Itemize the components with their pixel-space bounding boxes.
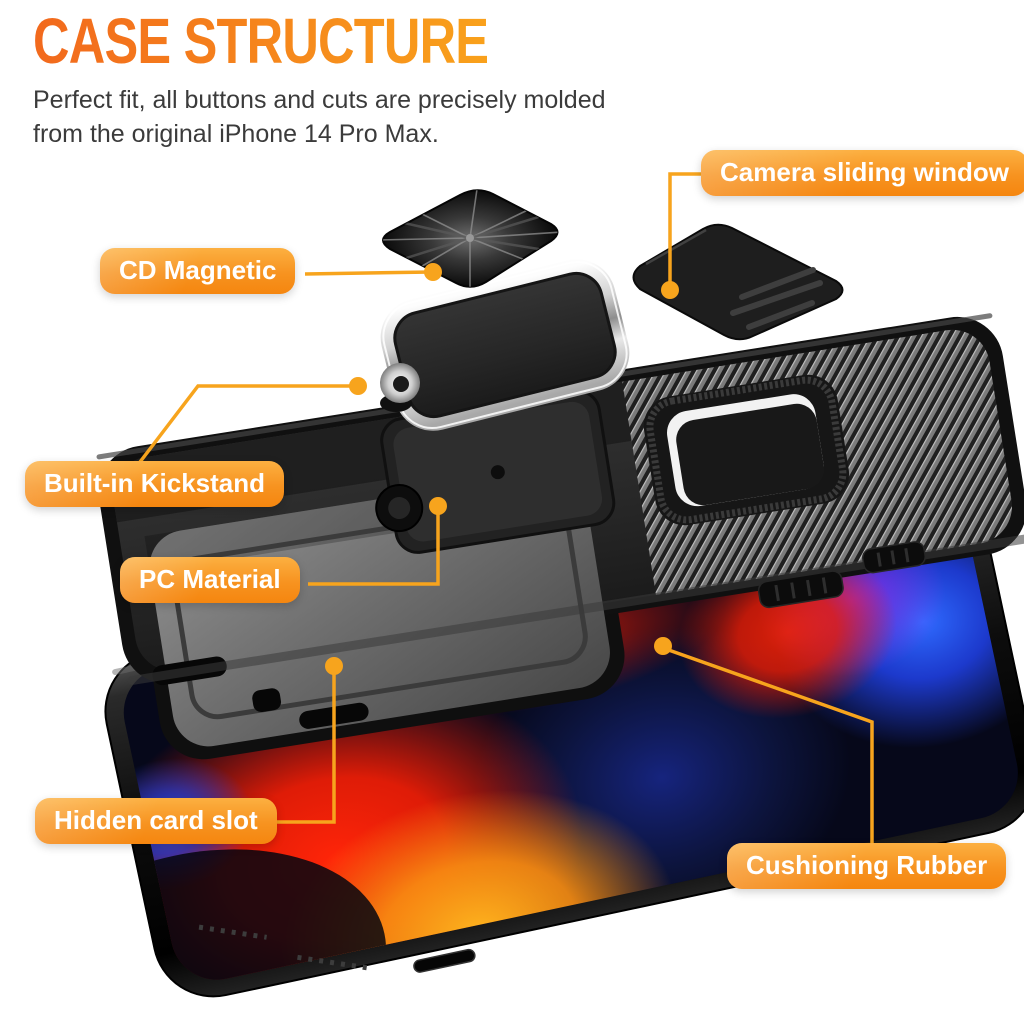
callout-cd-magnetic: CD Magnetic (100, 248, 296, 295)
leader-line-camera-sliding-window (668, 172, 701, 289)
leader-line-hidden-card-slot (269, 668, 336, 824)
anchor-dot-hidden-card-slot (325, 657, 343, 675)
lens-hole-inner (388, 497, 411, 520)
camera-slide-cover (632, 223, 844, 341)
anchor-dot-built-in-kickstand (349, 377, 367, 395)
anchor-dot-cushioning-rubber (654, 637, 672, 655)
cover-edge-highlight (645, 228, 707, 266)
charging-port (413, 948, 476, 973)
anchor-dot-camera-sliding-window (661, 281, 679, 299)
callout-camera-sliding-window: Camera sliding window (701, 150, 1024, 197)
header: CASE STRUCTURE Perfect fit, all buttons … (33, 5, 609, 151)
card-slot-seam (172, 501, 588, 720)
leader-line-cd-magnetic (304, 270, 433, 276)
subtitle-line-1: Perfect fit, all buttons and cuts are pr… (33, 86, 606, 115)
leader-line-cushioning-rubber (662, 646, 874, 845)
leader-line-pc-material (308, 508, 440, 586)
leader-lines (138, 172, 874, 845)
subtitle-line-2: from the original iPhone 14 Pro Max. (33, 120, 439, 149)
mute-switch-cutout (252, 688, 282, 713)
callout-built-in-kickstand: Built-in Kickstand (25, 461, 285, 508)
platform-screw (490, 465, 505, 480)
camera-cutout-wall (676, 403, 825, 506)
callout-cushioning-rubber: Cushioning Rubber (727, 843, 1007, 890)
kickstand-hinge (380, 363, 420, 412)
cover-grip-ridges (730, 267, 823, 330)
side-buttons (757, 541, 926, 609)
case-bottom-rim-highlight (127, 534, 1024, 685)
page-subtitle: Perfect fit, all buttons and cuts are pr… (33, 83, 609, 151)
cd-radial-rays (383, 190, 558, 287)
leader-line-built-in-kickstand (138, 384, 351, 464)
anchor-dot-cd-magnetic (424, 263, 442, 281)
page-title: CASE STRUCTURE (33, 5, 489, 77)
callout-pc-material: PC Material (120, 557, 300, 604)
cd-magnetic-plate (382, 189, 559, 288)
anchor-dot-pc-material (429, 497, 447, 515)
anchor-dots (325, 263, 679, 675)
ring-interior (394, 273, 616, 417)
speaker-grille-dots (198, 924, 267, 940)
callout-hidden-card-slot: Hidden card slot (35, 798, 277, 845)
camera-knurled-ring (646, 376, 847, 524)
speaker-grille-dots (297, 954, 374, 972)
